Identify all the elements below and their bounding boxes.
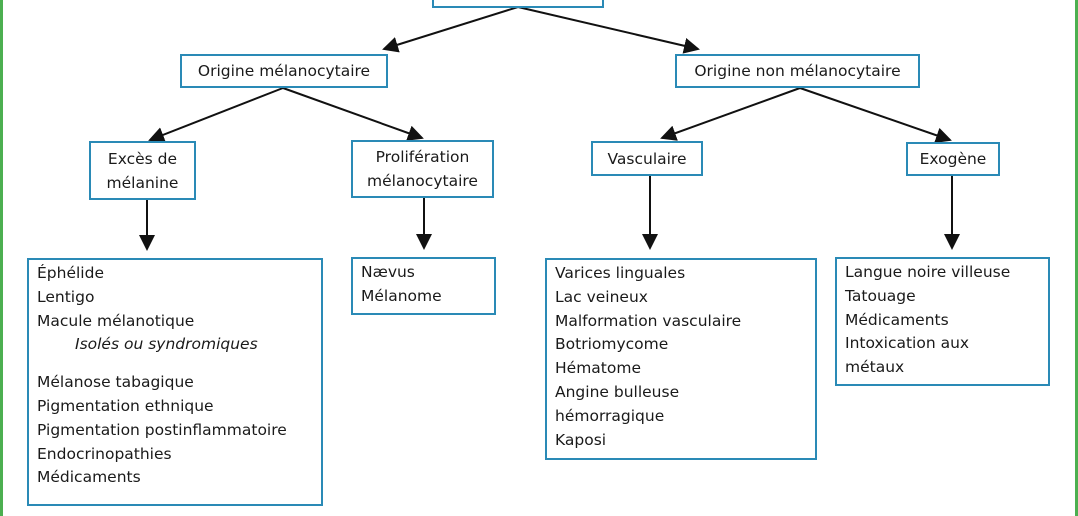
frame-right-border [1075, 0, 1078, 516]
node-exces-line2: mélanine [106, 173, 179, 192]
list-item: hémorragique [555, 406, 665, 425]
edge-left-prolif [282, 87, 424, 141]
list-item: Médicaments [845, 310, 949, 329]
list-item: Mélanome [361, 286, 442, 305]
node-exogene: Exogène [906, 142, 1000, 176]
frame-left-border [0, 0, 3, 516]
list-item: Langue noire villeuse [845, 263, 1011, 281]
list-item: Éphélide [37, 264, 104, 282]
edge-root-left [382, 6, 519, 53]
node-exces-melanine: Excès de mélanine [89, 141, 196, 200]
node-prolif-line2: mélanocytaire [367, 172, 478, 190]
list-item: Lac veineux [555, 287, 648, 306]
list-item: Angine bulleuse [555, 382, 680, 401]
list-item: Médicaments [37, 468, 141, 487]
root-node [432, 0, 604, 8]
list-item: Mélanose tabagique [37, 373, 194, 392]
node-origine-non-melanocytaire: Origine non mélanocytaire [675, 54, 920, 88]
edge-right-vasc [660, 87, 801, 141]
list-item: Kaposi [555, 430, 607, 449]
list-proliferation: Nævus Mélanome [351, 257, 496, 315]
edge-root-right [517, 6, 700, 54]
list-item: Endocrinopathies [37, 444, 172, 463]
list-exogene: Langue noire villeuse Tatouage Médicamen… [835, 257, 1050, 386]
edge-right-exog [799, 87, 952, 143]
list-exces-melanine: Éphélide Lentigo Macule mélanotique Isol… [27, 258, 323, 506]
list-item: métaux [845, 358, 905, 377]
edge-left-exces [148, 87, 284, 143]
node-origine-melanocytaire: Origine mélanocytaire [180, 54, 388, 88]
node-exces-line1: Excès de [107, 149, 178, 168]
list-item: Hématome [555, 359, 641, 378]
list-item: Varices linguales [555, 264, 686, 282]
list-item: Botriomycome [555, 335, 669, 354]
list-item: Nævus [361, 263, 415, 281]
list-item: Intoxication aux [845, 334, 970, 353]
list-note: Isolés ou syndromiques [75, 335, 258, 354]
list-item: Pigmentation postinflammatoire [37, 420, 287, 439]
list-item: Lentigo [37, 287, 95, 306]
node-prolif-line1: Prolifération [375, 148, 470, 166]
list-item: Tatouage [845, 286, 916, 305]
node-proliferation-melanocytaire: Prolifération mélanocytaire [351, 140, 494, 198]
list-item: Pigmentation ethnique [37, 396, 214, 415]
list-item: Macule mélanotique [37, 311, 195, 330]
node-vasculaire: Vasculaire [591, 141, 703, 176]
list-vasculaire: Varices linguales Lac veineux Malformati… [545, 258, 817, 460]
list-item: Malformation vasculaire [555, 311, 742, 330]
